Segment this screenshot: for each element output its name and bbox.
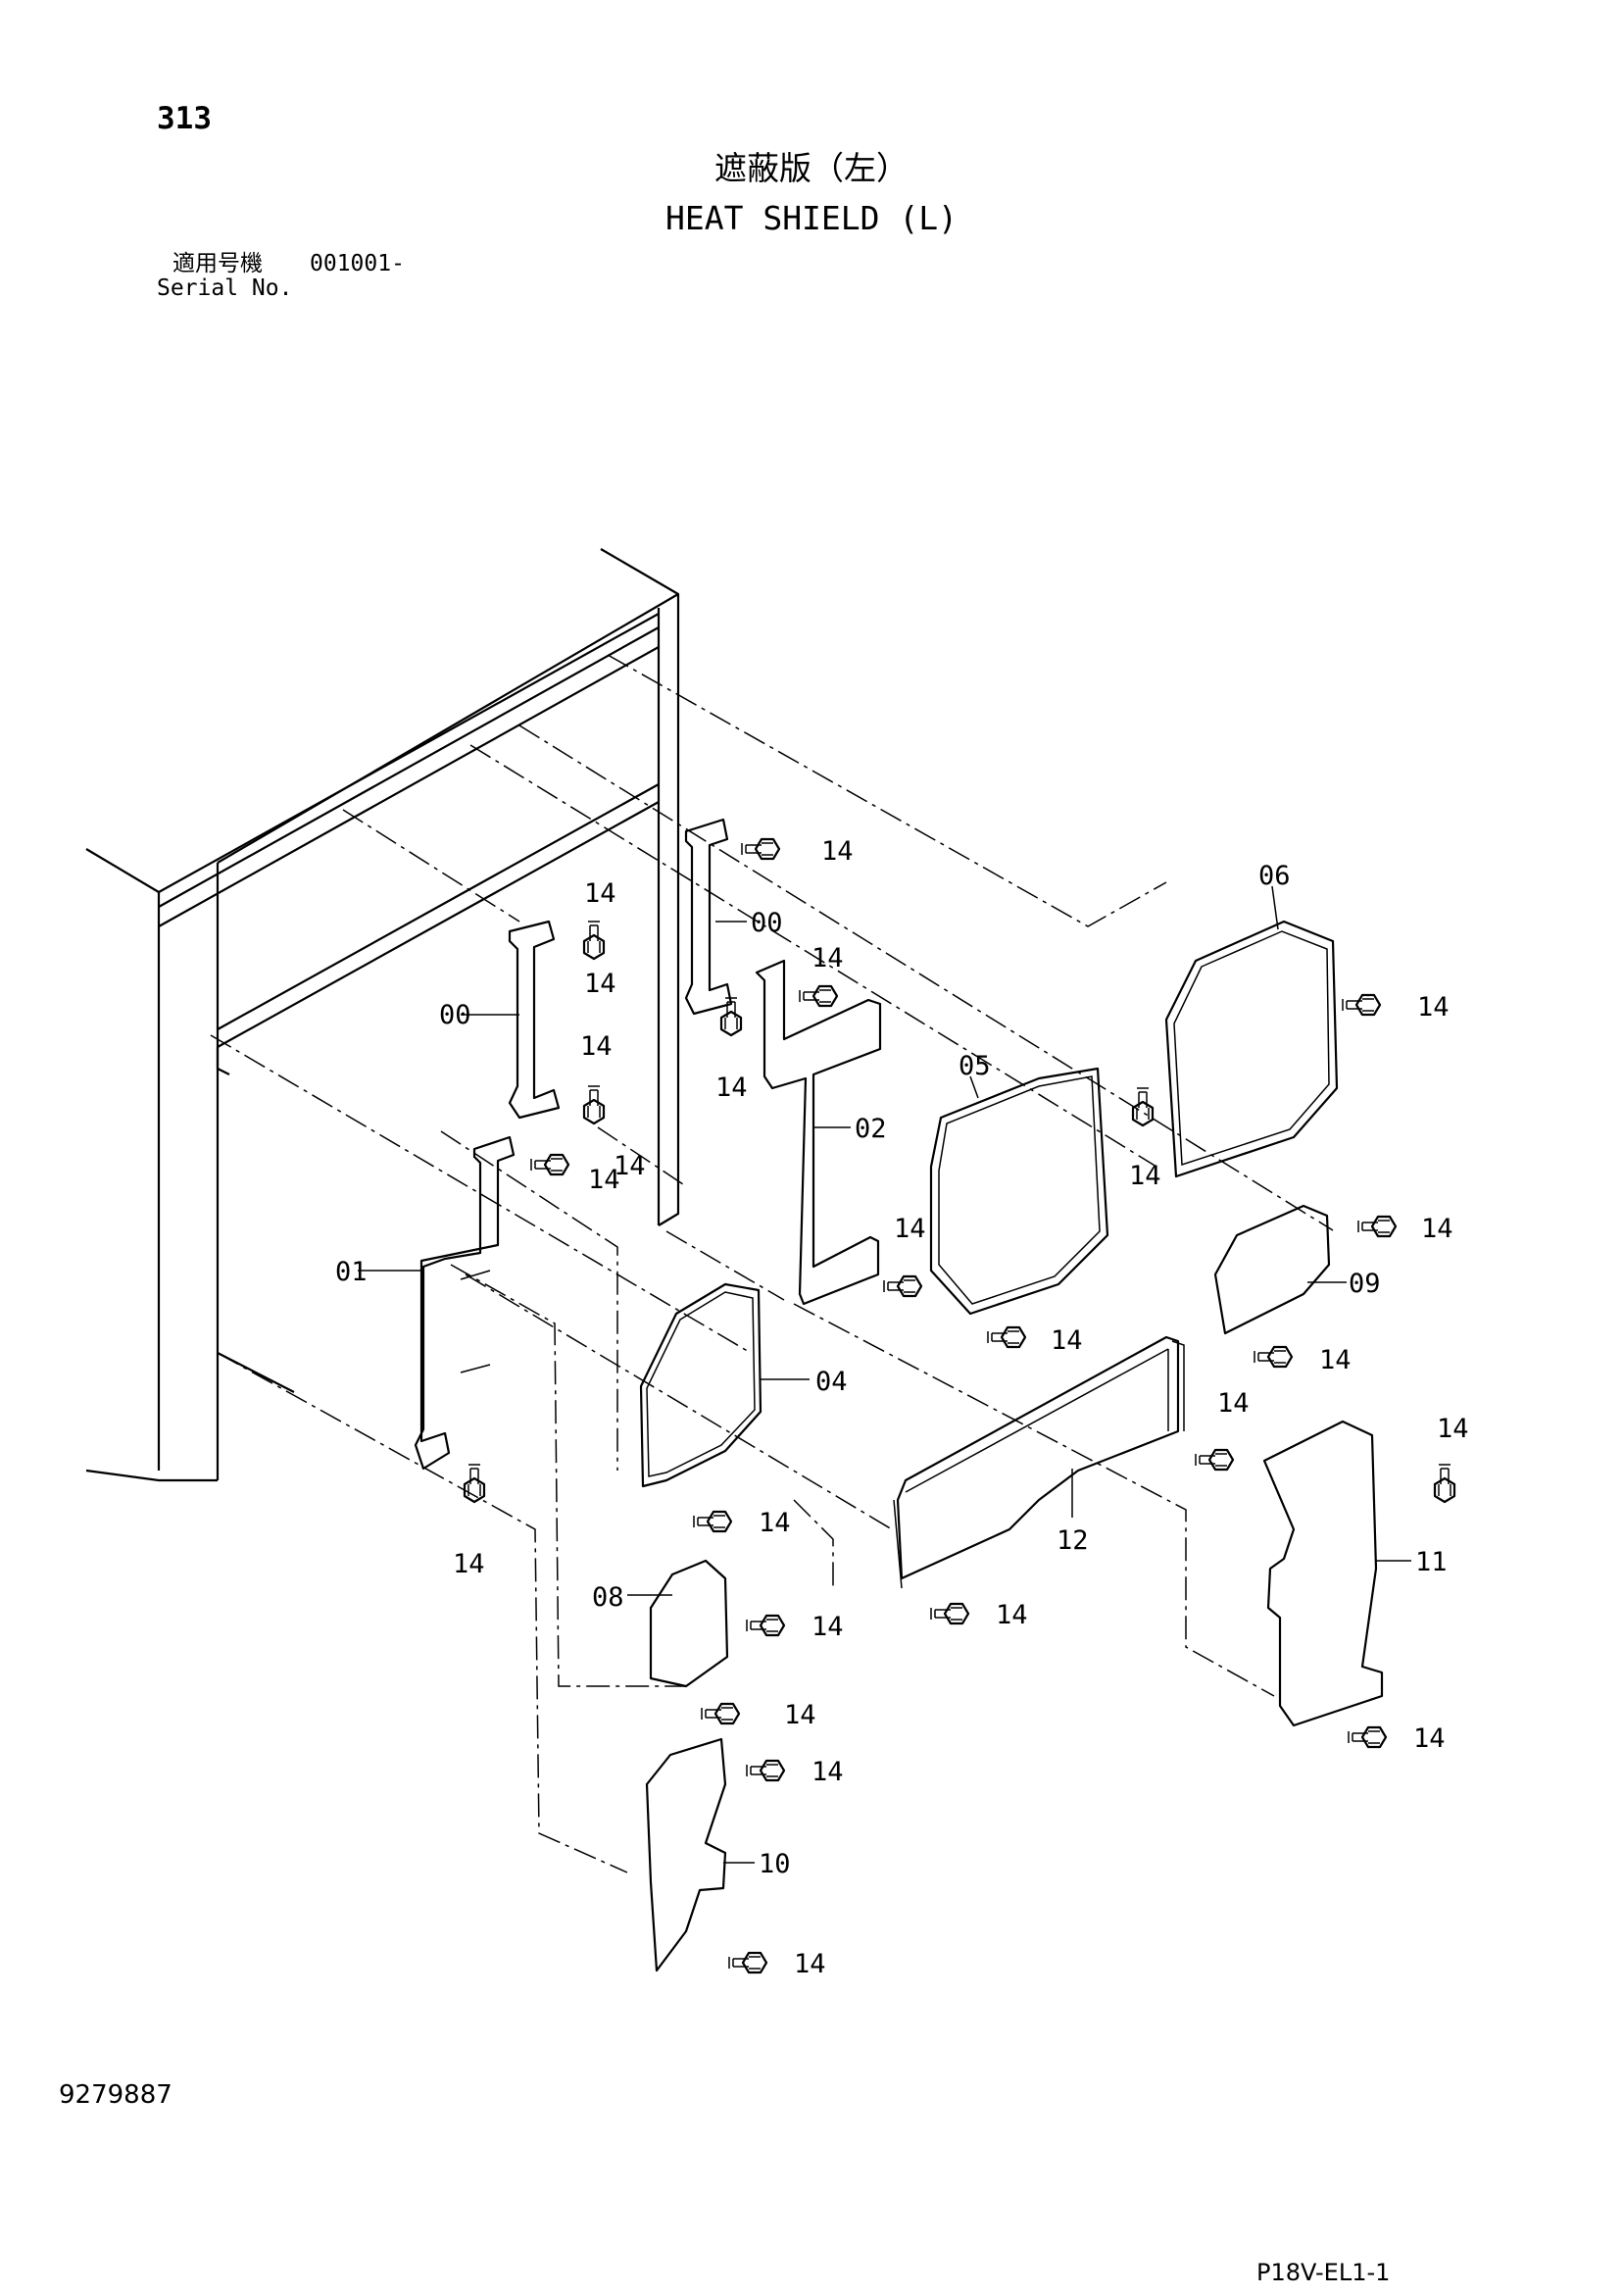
callout-14: 14 (614, 1151, 646, 1181)
page-number: 313 (157, 101, 212, 136)
serial-label-japanese: 適用号機 (172, 251, 263, 276)
bolt-icon (740, 837, 781, 861)
callout-14: 14 (1319, 1345, 1352, 1375)
panel-04 (639, 1282, 762, 1488)
bolt-icon (692, 1510, 733, 1533)
callout-09: 09 (1349, 1269, 1381, 1299)
callout-14: 14 (584, 878, 616, 909)
callout-labels: 00 00 01 02 04 05 06 08 09 10 11 12 14 1… (335, 836, 1469, 1979)
bolt-icon (745, 1759, 786, 1782)
bolt-icon (1194, 1448, 1235, 1472)
callout-14: 14 (894, 1214, 926, 1244)
callout-14: 14 (580, 1031, 613, 1062)
callout-14: 14 (1413, 1723, 1446, 1754)
bolt-icon (745, 1614, 786, 1637)
bracket-00-left (508, 920, 561, 1120)
serial-number-value: 001001- (310, 251, 405, 276)
callout-10: 10 (759, 1849, 791, 1879)
alignment-lines (210, 654, 1334, 1873)
bolt-icon (1253, 1345, 1294, 1369)
callout-11: 11 (1415, 1547, 1448, 1577)
bolt-icon (1341, 993, 1382, 1017)
callout-02: 02 (855, 1114, 887, 1144)
serial-label-english: Serial No. (157, 275, 293, 301)
panel-06 (1164, 920, 1339, 1178)
callout-14: 14 (1129, 1161, 1161, 1191)
bolt-icon (1131, 1086, 1155, 1127)
bolt-icon (582, 920, 606, 961)
bolt-icon (700, 1702, 741, 1725)
bolt-icon (1433, 1463, 1456, 1504)
bolts (463, 837, 1456, 1974)
bolt-icon (929, 1602, 970, 1625)
callout-14: 14 (1421, 1214, 1453, 1244)
bolt-icon (1356, 1215, 1398, 1238)
callout-14: 14 (812, 1757, 844, 1787)
bolt-icon (727, 1951, 768, 1974)
callout-14: 14 (1217, 1388, 1250, 1419)
callout-14: 14 (794, 1949, 826, 1979)
panel-10 (645, 1737, 727, 1972)
panel-09 (1213, 1204, 1331, 1335)
panel-12 (893, 1335, 1185, 1589)
callout-14: 14 (715, 1073, 748, 1103)
page-reference: P18V-EL1-1 (1256, 2259, 1391, 2286)
bracket-00-right (684, 818, 733, 1016)
bolt-icon (798, 984, 839, 1008)
callout-14: 14 (1437, 1414, 1469, 1444)
callout-04: 04 (815, 1367, 848, 1397)
callout-14: 14 (584, 969, 616, 999)
callout-14: 14 (1417, 992, 1450, 1023)
leader-lines (358, 885, 1411, 1864)
callout-05: 05 (959, 1051, 991, 1081)
machine-frame (85, 548, 680, 1482)
bolt-icon (882, 1274, 923, 1298)
callout-14: 14 (588, 1165, 620, 1195)
document-number: 9279887 (59, 2080, 172, 2110)
callout-12: 12 (1057, 1525, 1089, 1556)
bolt-icon (582, 1084, 606, 1125)
callout-14: 14 (821, 836, 854, 867)
callout-00-right: 00 (751, 908, 783, 938)
callout-14: 14 (996, 1600, 1028, 1630)
callout-14: 14 (1051, 1325, 1083, 1356)
title-english: HEAT SHIELD (L) (664, 199, 958, 237)
title-japanese: 遮蔽版（左） (714, 149, 909, 187)
callout-14: 14 (784, 1700, 816, 1730)
callout-14: 14 (812, 1612, 844, 1642)
callout-08: 08 (592, 1582, 624, 1613)
bracket-01 (414, 1135, 516, 1471)
panel-11 (1262, 1420, 1384, 1727)
bolt-icon (986, 1325, 1027, 1349)
bolt-icon (529, 1153, 570, 1176)
bolt-icon (1347, 1725, 1388, 1749)
panel-08 (649, 1559, 729, 1688)
callout-14: 14 (812, 943, 844, 973)
panel-05 (929, 1067, 1109, 1316)
callout-06: 06 (1258, 861, 1291, 891)
callout-01: 01 (335, 1257, 368, 1287)
callout-14: 14 (759, 1508, 791, 1538)
bracket-02 (755, 959, 882, 1306)
callout-14: 14 (453, 1549, 485, 1579)
callout-00-left: 00 (439, 1000, 471, 1030)
